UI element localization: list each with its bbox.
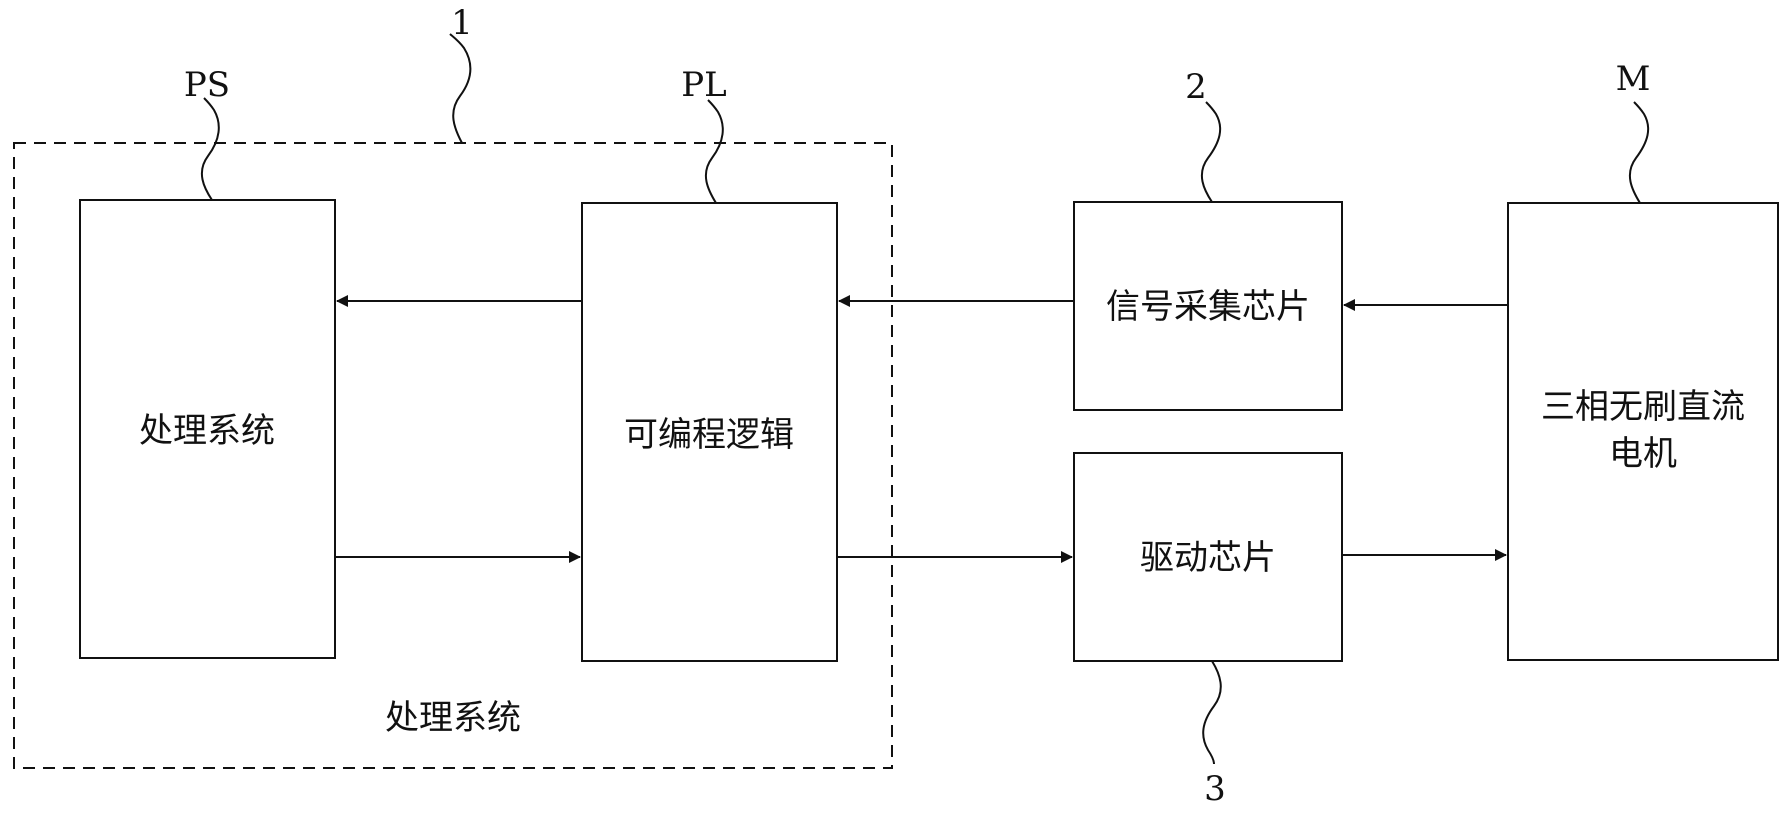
- ref-label-motor: M: [1616, 59, 1651, 99]
- ref-label-signal-chip: 2: [1185, 67, 1207, 107]
- leader-line-driver-chip: [1202, 660, 1222, 765]
- ps-block: [79, 199, 336, 659]
- pl-block: [581, 202, 838, 662]
- ref-label-pl: PL: [681, 65, 726, 105]
- ref-label-ps: PS: [184, 65, 230, 105]
- leader-line-motor: [1628, 101, 1650, 204]
- pl-block-label: 可编程逻辑: [624, 415, 794, 455]
- leader-line-pl: [704, 99, 724, 204]
- signal-acquisition-chip-block: [1073, 201, 1343, 411]
- driver-chip-block: [1073, 452, 1343, 662]
- processing-system-group-boundary: [13, 142, 893, 769]
- signal-acquisition-chip-label: 信号采集芯片: [1106, 287, 1310, 327]
- motor-label-line1: 三相无刷直流: [1541, 387, 1745, 427]
- group-label: 处理系统: [385, 698, 521, 738]
- leader-line-group: [449, 33, 472, 144]
- ref-label-driver-chip: 3: [1204, 769, 1226, 809]
- leader-line-signal-chip: [1200, 101, 1222, 203]
- ref-label-group: 1: [451, 3, 473, 43]
- motor-label-line2: 电机: [1609, 434, 1677, 474]
- motor-block: [1507, 202, 1779, 661]
- leader-line-ps: [200, 97, 220, 201]
- driver-chip-label: 驱动芯片: [1140, 538, 1276, 578]
- ps-block-label: 处理系统: [139, 411, 275, 451]
